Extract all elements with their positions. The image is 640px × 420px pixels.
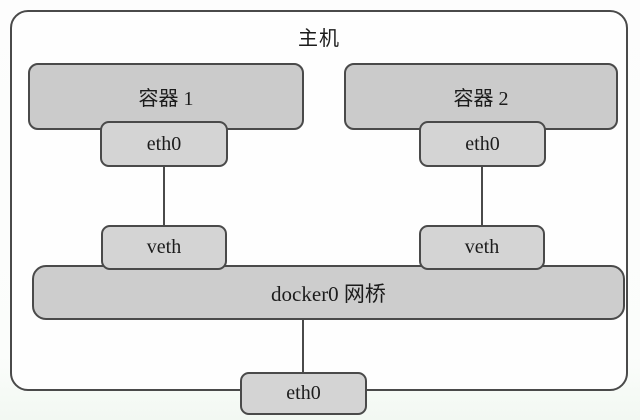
container-1-eth0-label: eth0 [146, 132, 182, 155]
container-2-veth-box: veth [419, 225, 545, 270]
container-1-box: 容器 1 [28, 63, 304, 130]
container-1-eth0-box: eth0 [100, 121, 228, 167]
docker0-bridge-label: docker0 网桥 [271, 281, 386, 306]
container-1-veth-label: veth [146, 236, 182, 258]
container-2-eth0-box: eth0 [419, 121, 546, 167]
host-eth0-box: eth0 [240, 372, 367, 415]
container-1-label: 容器 1 [138, 88, 194, 110]
container-2-eth0-label: eth0 [465, 132, 500, 155]
connector-container-1-eth0-to-veth [163, 167, 165, 226]
container-2-box: 容器 2 [344, 63, 618, 130]
container-1-veth-box: veth [101, 225, 227, 270]
container-2-veth-label: veth [464, 236, 500, 258]
connector-bridge-to-host-eth0 [302, 320, 304, 372]
container-2-label: 容器 2 [453, 88, 509, 110]
host-label: 主机 [298, 28, 340, 50]
host-eth0-label: eth0 [286, 382, 321, 404]
connector-container-2-eth0-to-veth [481, 167, 483, 226]
docker0-bridge-box: docker0 网桥 [32, 265, 625, 320]
